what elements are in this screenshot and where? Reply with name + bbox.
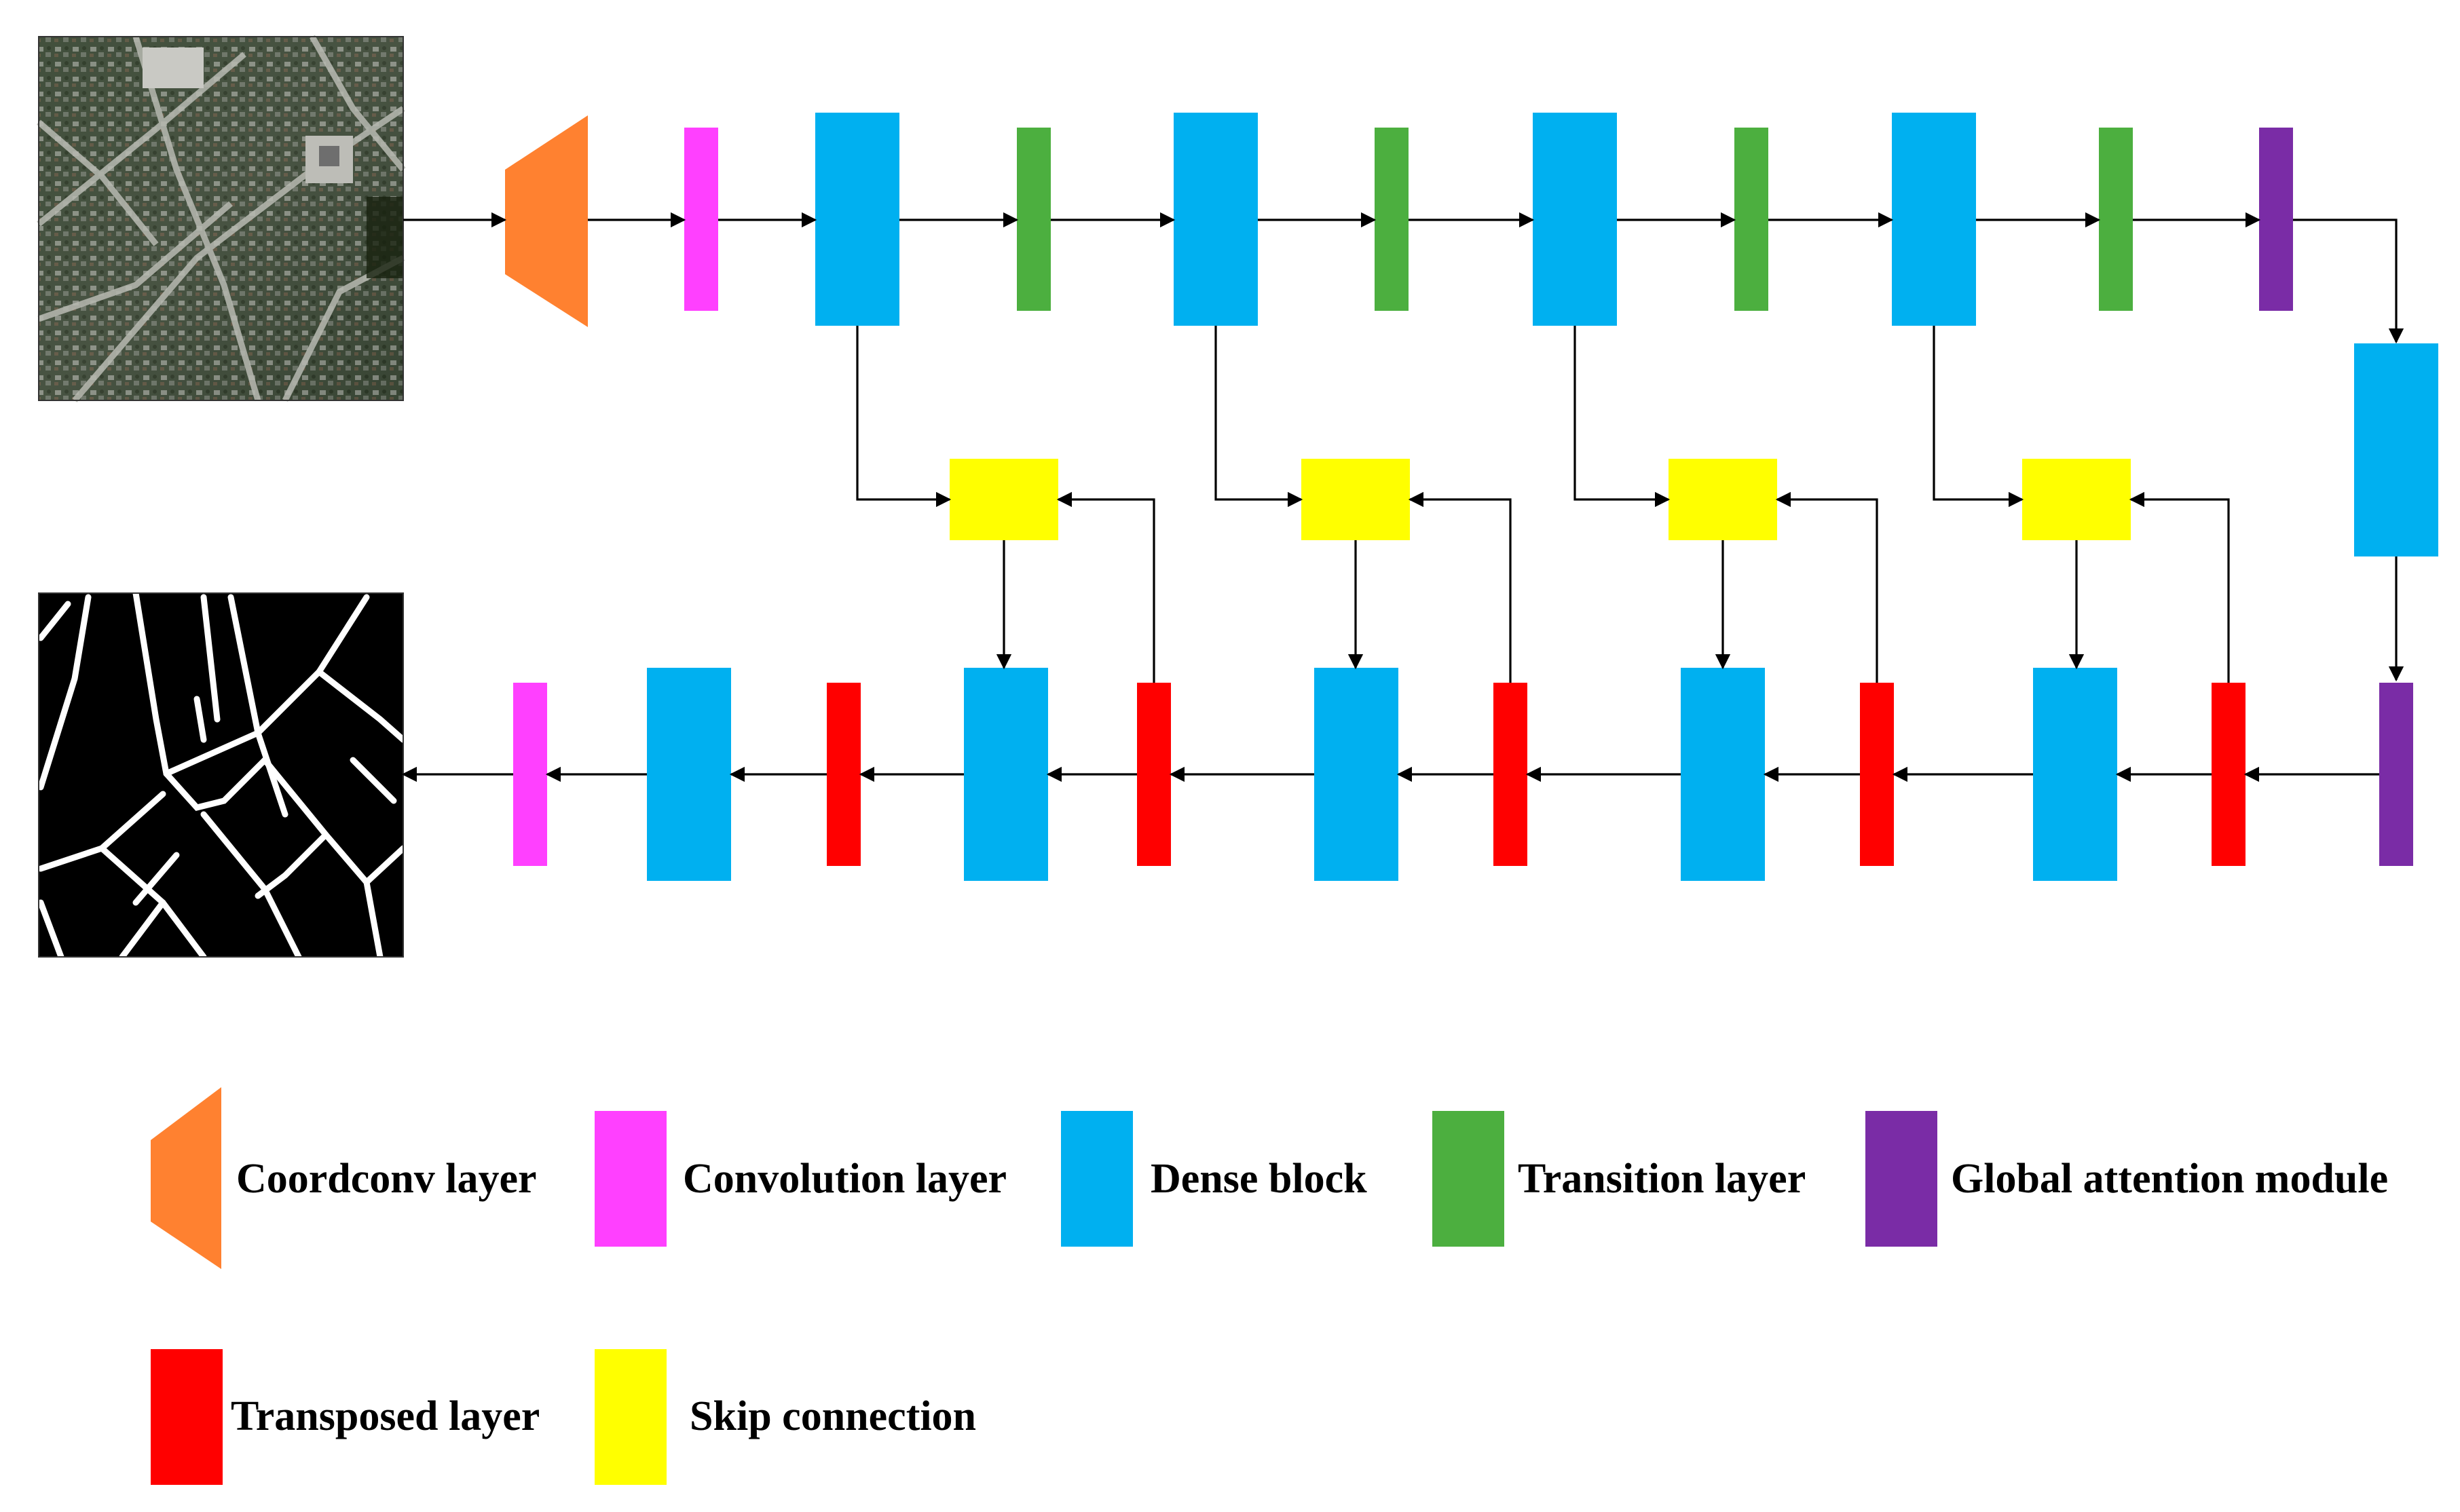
legend-item-transposed: Transposed layer <box>151 1349 540 1485</box>
decoder-transposed-1 <box>2212 683 2245 866</box>
legend-convolution-swatch <box>595 1111 667 1247</box>
legend-label-skip: Skip connection <box>690 1393 976 1439</box>
decoder <box>513 668 2245 881</box>
encoder-dense-block-1 <box>815 113 899 326</box>
legend-coordconv-swatch <box>151 1087 221 1269</box>
decoder-dense-block-1 <box>2033 668 2117 881</box>
legend-transition-swatch <box>1432 1111 1504 1247</box>
encoder-attention-module <box>2259 128 2293 311</box>
decoder-dense-block-5 <box>647 668 731 881</box>
encoder-dense-block-4 <box>1892 113 1976 326</box>
skip-connection-3 <box>1669 459 1777 540</box>
legend-label-dense: Dense block <box>1151 1156 1367 1202</box>
legend-transposed-swatch <box>151 1349 223 1485</box>
skip-connection-4 <box>2022 459 2131 540</box>
decoder-dense-block-4 <box>964 668 1048 881</box>
legend-label-transposed: Transposed layer <box>231 1393 540 1439</box>
legend-item-attention: Global attention module <box>1865 1111 2388 1247</box>
skip-connections <box>856 326 2230 683</box>
decoder-convolution-block <box>513 683 547 866</box>
legend-label-coordconv: Coordconv layer <box>236 1156 537 1202</box>
legend-label-convolution: Convolution layer <box>683 1156 1007 1202</box>
bottleneck-dense-block <box>2354 343 2438 556</box>
decoder-transposed-2 <box>1860 683 1894 866</box>
output-road-mask <box>37 590 407 960</box>
encoder-transition-4 <box>2099 128 2133 311</box>
decoder-transposed-3 <box>1493 683 1527 866</box>
legend-item-skip: Skip connection <box>595 1349 976 1485</box>
coordconv-block <box>505 115 588 327</box>
legend-dense-swatch <box>1061 1111 1133 1247</box>
legend-attention-swatch <box>1865 1111 1937 1247</box>
legend-item-coordconv: Coordconv layer <box>151 1087 537 1269</box>
encoder-transition-3 <box>1734 128 1768 311</box>
encoder-transition-2 <box>1375 128 1409 311</box>
legend-skip-swatch <box>595 1349 667 1485</box>
legend-item-convolution: Convolution layer <box>595 1111 1007 1247</box>
legend: Coordconv layer Convolution layer Dense … <box>151 1087 2388 1485</box>
skip-connection-1 <box>950 459 1058 540</box>
encoder-arrows <box>403 212 2404 344</box>
decoder-attention-module <box>2379 683 2413 866</box>
bottleneck <box>2354 343 2438 866</box>
decoder-dense-block-3 <box>1314 668 1398 881</box>
decoder-dense-block-2 <box>1681 668 1765 881</box>
encoder <box>505 113 2293 327</box>
legend-label-transition: Transition layer <box>1518 1156 1806 1202</box>
legend-item-transition: Transition layer <box>1432 1111 1806 1247</box>
encoder-transition-1 <box>1017 128 1051 311</box>
encoder-dense-block-2 <box>1174 113 1258 326</box>
decoder-transposed-5 <box>827 683 861 866</box>
encoder-convolution-block <box>684 128 718 311</box>
legend-label-attention: Global attention module <box>1951 1156 2388 1202</box>
input-aerial-image <box>37 35 406 402</box>
legend-item-dense: Dense block <box>1061 1111 1367 1247</box>
encoder-dense-block-3 <box>1533 113 1617 326</box>
skip-connection-2 <box>1301 459 1410 540</box>
decoder-transposed-4 <box>1137 683 1171 866</box>
